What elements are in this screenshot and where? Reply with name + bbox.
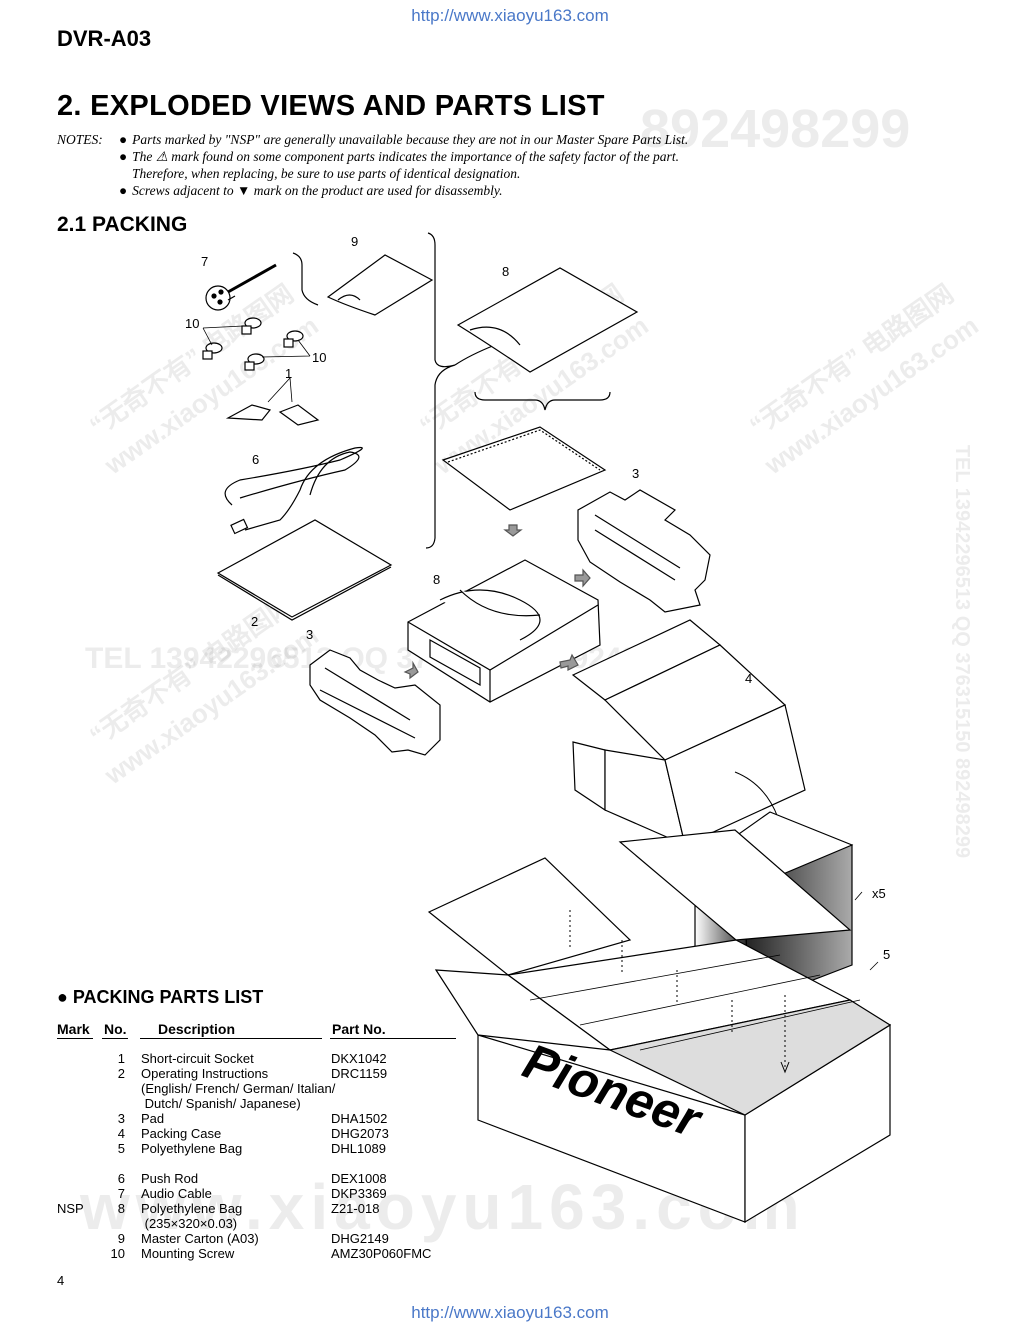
- row-number: 4: [117, 1126, 125, 1141]
- flat-sheet: [441, 426, 607, 511]
- poly-bag-top: [456, 267, 639, 373]
- push-rod: [205, 263, 277, 311]
- column-header-mark: Mark: [57, 1021, 90, 1037]
- callout-1: 1: [285, 366, 293, 381]
- page-number: 4: [57, 1273, 65, 1288]
- row-description: Operating Instructions: [141, 1066, 269, 1081]
- pad-right: [577, 489, 711, 613]
- row-number: 8: [117, 1201, 125, 1216]
- note-line: Therefore, when replacing, be sure to us…: [132, 166, 520, 183]
- header-divider: [57, 1038, 93, 1039]
- row-number: 1: [117, 1051, 125, 1066]
- row-part-number: DHG2149: [331, 1231, 389, 1246]
- callout-4: 4: [745, 671, 753, 686]
- note-line: ● Parts marked by "NSP" are generally una…: [119, 132, 688, 149]
- header-url-link[interactable]: http://www.xiaoyu163.com: [411, 6, 609, 25]
- note-text: The ⚠ mark found on some component parts…: [132, 149, 679, 164]
- header-divider: [102, 1038, 128, 1039]
- row-description: (235×320×0.03): [141, 1216, 238, 1231]
- row-number: 9: [117, 1231, 125, 1246]
- mounting-screws: [202, 317, 304, 371]
- callout-3: 3: [306, 627, 314, 642]
- row-number: 7: [117, 1186, 125, 1201]
- row-description: Packing Case: [141, 1126, 222, 1141]
- row-description: Master Carton (A03): [141, 1231, 259, 1246]
- bullet-icon: ●: [119, 132, 128, 147]
- small-poly-bag: [326, 254, 434, 316]
- row-part-number: DKX1042: [331, 1051, 387, 1066]
- callout-10: 10: [185, 316, 200, 331]
- pad-left: [309, 649, 441, 756]
- callout-x5: x5: [872, 886, 886, 901]
- row-description: Pad: [141, 1111, 165, 1126]
- note-line: ● Screws adjacent to ▼ mark on the produc…: [119, 183, 502, 200]
- parts-list-title-text: PACKING PARTS LIST: [72, 987, 264, 1007]
- notes-label: NOTES:: [57, 132, 103, 147]
- row-number: 10: [110, 1246, 125, 1261]
- header-divider: [140, 1038, 322, 1039]
- row-part-number: DRC1159: [331, 1066, 388, 1081]
- note-line: ● The ⚠ mark found on some component part…: [119, 149, 679, 166]
- row-description: Mounting Screw: [141, 1246, 235, 1261]
- row-description: Push Rod: [141, 1171, 199, 1186]
- bullet-icon: ●: [119, 149, 128, 164]
- row-number: 6: [117, 1171, 125, 1186]
- row-part-number: DKP3369: [331, 1186, 387, 1201]
- row-part-number: DHA1502: [331, 1111, 388, 1126]
- dvd-drive: [407, 559, 601, 703]
- packing-case: [571, 619, 806, 847]
- row-part-number: DHL1089: [331, 1141, 386, 1156]
- notes-block: NOTES: ● Parts marked by "NSP" are genera…: [57, 132, 957, 202]
- header-divider: [330, 1038, 456, 1039]
- note-text: Screws adjacent to ▼ mark on the product…: [132, 183, 503, 198]
- row-part-number: DHG2073: [331, 1126, 389, 1141]
- row-description: Short-circuit Socket: [141, 1051, 254, 1066]
- callout-8: 8: [502, 264, 510, 279]
- master-carton: Pioneer: [427, 829, 892, 1224]
- operating-instructions: [216, 519, 393, 618]
- row-description: Audio Cable: [141, 1186, 212, 1201]
- column-header-description: Description: [158, 1021, 236, 1037]
- row-mark: NSP: [57, 1201, 84, 1216]
- column-header-part-no: Part No.: [332, 1021, 386, 1037]
- row-description: Dutch/ Spanish/ Japanese): [141, 1096, 301, 1111]
- bullet-icon: ●: [57, 987, 73, 1007]
- row-number: 2: [117, 1066, 125, 1081]
- callout-10: 10: [312, 350, 327, 365]
- row-number: 3: [117, 1111, 125, 1126]
- callout-2: 2: [251, 614, 259, 629]
- row-number: 5: [117, 1141, 125, 1156]
- row-description: Polyethylene Bag: [141, 1141, 243, 1156]
- callout-7: 6: [252, 452, 260, 467]
- page-title: 2. EXPLODED VIEWS AND PARTS LIST: [57, 90, 605, 122]
- model-name: DVR-A03: [57, 26, 152, 51]
- bullet-icon: ●: [119, 183, 128, 198]
- row-part-number: DEX1008: [331, 1171, 387, 1186]
- callout-8: 8: [433, 572, 441, 587]
- callout-6: 7: [201, 254, 209, 269]
- row-description: (English/ French/ German/ Italian/: [141, 1081, 336, 1096]
- column-header-no: No.: [104, 1021, 127, 1037]
- footer-url-link[interactable]: http://www.xiaoyu163.com: [411, 1303, 609, 1322]
- audio-cable: [224, 446, 363, 535]
- callout-9: 5: [883, 947, 891, 962]
- row-part-number: Z21-018: [331, 1201, 380, 1216]
- callout-3: 3: [632, 466, 640, 481]
- section-title: 2.1 PACKING: [57, 213, 188, 236]
- row-part-number: AMZ30P060FMC: [331, 1246, 432, 1261]
- note-text: Parts marked by "NSP" are generally unav…: [132, 132, 689, 147]
- short-circuit-sockets: [225, 404, 320, 426]
- note-text: Therefore, when replacing, be sure to us…: [132, 166, 521, 181]
- watermark-right-number: 892498299: [640, 99, 911, 159]
- callout-5: 9: [351, 234, 359, 249]
- row-description: Polyethylene Bag: [141, 1201, 243, 1216]
- parts-list-title: ● PACKING PARTS LIST: [57, 987, 263, 1008]
